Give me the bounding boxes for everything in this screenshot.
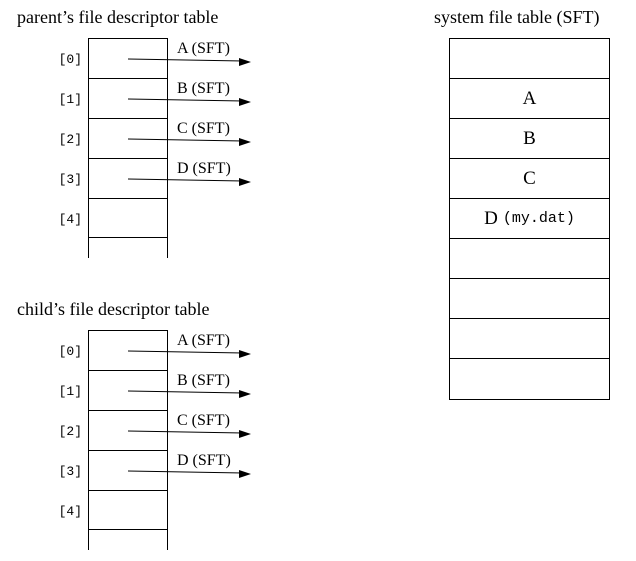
- child-fd-cell-4: [89, 491, 167, 529]
- sft-row-label: A: [522, 87, 537, 109]
- sft-row-5: [450, 239, 609, 279]
- parent-fd-index-3: [3]: [58, 172, 82, 187]
- child-fd-index-1: [1]: [58, 384, 82, 399]
- arrow-head-icon: [239, 470, 251, 478]
- sft-row-4: D(my.dat): [450, 199, 609, 239]
- sft-row-2: B: [450, 119, 609, 159]
- sft-row-3: C: [450, 159, 609, 199]
- sft-table-title: system file table (SFT): [434, 7, 600, 27]
- parent-fd-table: [88, 38, 168, 238]
- child-fd-pointer-label-0: A (SFT): [177, 332, 230, 349]
- child-table-title: child’s file descriptor table: [17, 299, 210, 319]
- sft-row-7: [450, 319, 609, 359]
- arrow-head-icon: [239, 98, 251, 106]
- child-fd-pointer-label-2: C (SFT): [177, 412, 230, 429]
- parent-fd-table-tail: [88, 238, 168, 258]
- arrow-head-icon: [239, 350, 251, 358]
- child-fd-pointer-label-1: B (SFT): [177, 372, 230, 389]
- arrow-head-icon: [239, 178, 251, 186]
- parent-fd-index-0: [0]: [58, 52, 82, 67]
- child-fd-index-2: [2]: [58, 424, 82, 439]
- child-fd-cell-0: [89, 331, 167, 371]
- child-fd-table: [88, 330, 168, 530]
- child-fd-cell-1: [89, 371, 167, 411]
- parent-fd-cell-3: [89, 159, 167, 199]
- child-fd-cell-3: [89, 451, 167, 491]
- sft-row-0: [450, 39, 609, 79]
- child-fd-index-4: [4]: [58, 504, 82, 519]
- sft-row-1: A: [450, 79, 609, 119]
- parent-fd-index-4: [4]: [58, 212, 82, 227]
- child-fd-index-0: [0]: [58, 344, 82, 359]
- parent-fd-pointer-label-2: C (SFT): [177, 120, 230, 137]
- parent-fd-index-2: [2]: [58, 132, 82, 147]
- child-fd-table-tail: [88, 530, 168, 550]
- sft-row-file: (my.dat): [502, 210, 575, 227]
- child-fd-index-3: [3]: [58, 464, 82, 479]
- parent-fd-pointer-label-1: B (SFT): [177, 80, 230, 97]
- child-fd-pointer-label-3: D (SFT): [177, 452, 231, 469]
- sft-row-label: D: [484, 207, 498, 229]
- parent-fd-cell-2: [89, 119, 167, 159]
- arrow-head-icon: [239, 138, 251, 146]
- sft-row-label: B: [523, 127, 536, 149]
- parent-fd-cell-1: [89, 79, 167, 119]
- parent-fd-cell-0: [89, 39, 167, 79]
- parent-fd-cell-4: [89, 199, 167, 237]
- arrow-head-icon: [239, 58, 251, 66]
- sft-row-label: C: [523, 167, 536, 189]
- arrow-head-icon: [239, 430, 251, 438]
- parent-fd-pointer-label-0: A (SFT): [177, 40, 230, 57]
- parent-fd-index-1: [1]: [58, 92, 82, 107]
- child-fd-cell-2: [89, 411, 167, 451]
- sft-row-6: [450, 279, 609, 319]
- sft-row-8: [450, 359, 609, 399]
- parent-table-title: parent’s file descriptor table: [17, 7, 219, 27]
- sft-table: A B C D(my.dat): [449, 38, 610, 400]
- parent-fd-pointer-label-3: D (SFT): [177, 160, 231, 177]
- arrow-head-icon: [239, 390, 251, 398]
